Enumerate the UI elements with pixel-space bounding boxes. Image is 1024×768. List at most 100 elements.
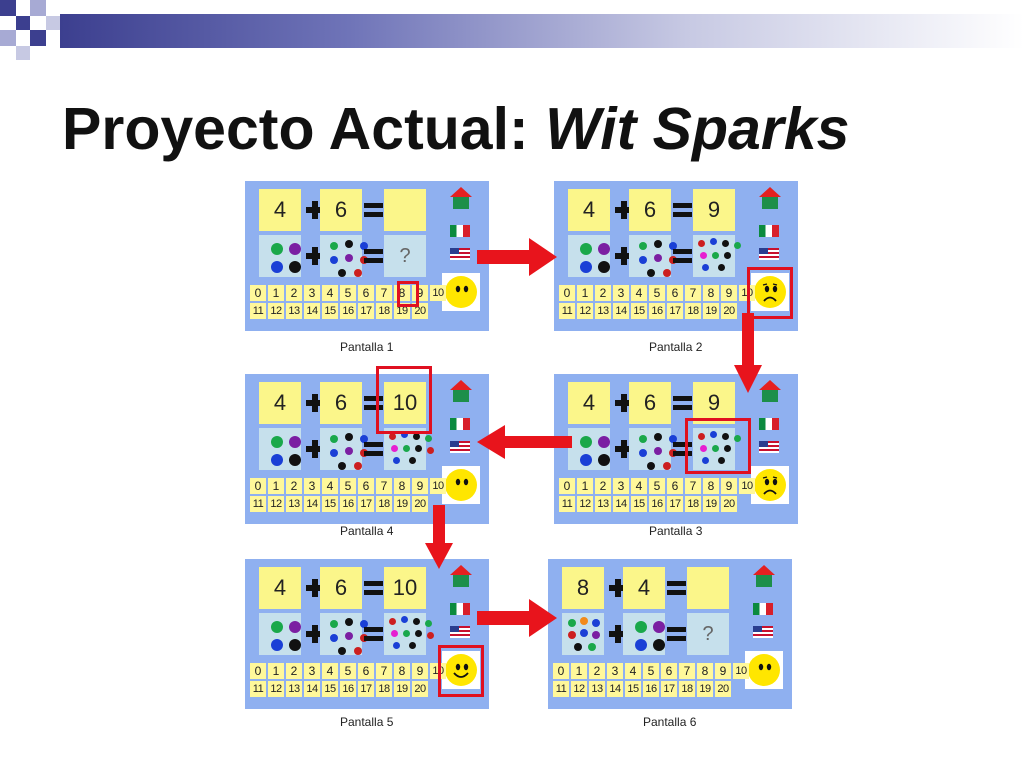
- number-cell[interactable]: 8: [394, 663, 410, 679]
- number-cell[interactable]: 9: [412, 478, 428, 494]
- number-cell[interactable]: 16: [340, 496, 356, 512]
- number-cell[interactable]: 7: [685, 478, 701, 494]
- mexico-flag-icon[interactable]: [753, 603, 773, 615]
- number-cell[interactable]: 9: [715, 663, 731, 679]
- number-cell[interactable]: 16: [340, 681, 356, 697]
- result-number-box[interactable]: 9: [693, 382, 735, 424]
- usa-flag-icon[interactable]: [450, 626, 470, 638]
- number-cell[interactable]: 1: [571, 663, 587, 679]
- number-cell[interactable]: 12: [577, 303, 593, 319]
- number-cell[interactable]: 13: [595, 496, 611, 512]
- number-cell[interactable]: 2: [286, 478, 302, 494]
- result-number-box[interactable]: [687, 567, 729, 609]
- number-cell[interactable]: 10: [430, 285, 446, 301]
- number-cell[interactable]: 6: [358, 285, 374, 301]
- house-icon[interactable]: [450, 187, 472, 209]
- number-cell[interactable]: 7: [376, 663, 392, 679]
- number-cell[interactable]: 18: [685, 303, 701, 319]
- result-number-box[interactable]: 10: [384, 382, 426, 424]
- number-cell[interactable]: 6: [667, 478, 683, 494]
- number-cell[interactable]: 14: [304, 303, 320, 319]
- number-cell[interactable]: 1: [268, 285, 284, 301]
- number-cell[interactable]: 14: [304, 496, 320, 512]
- number-cell[interactable]: 13: [286, 303, 302, 319]
- number-cell[interactable]: 1: [577, 285, 593, 301]
- number-cell[interactable]: 15: [322, 496, 338, 512]
- number-cell[interactable]: 7: [376, 478, 392, 494]
- number-cell[interactable]: 1: [268, 478, 284, 494]
- number-cell[interactable]: 3: [304, 285, 320, 301]
- number-cell[interactable]: 17: [661, 681, 677, 697]
- number-cell[interactable]: 3: [613, 285, 629, 301]
- number-cell[interactable]: 17: [358, 303, 374, 319]
- number-cell[interactable]: 10: [739, 478, 755, 494]
- number-cell[interactable]: 18: [376, 496, 392, 512]
- number-cell[interactable]: 7: [376, 285, 392, 301]
- number-cell[interactable]: 11: [250, 496, 266, 512]
- result-counter-box[interactable]: ?: [687, 613, 729, 655]
- result-counter-box[interactable]: [384, 613, 434, 655]
- number-cell[interactable]: 20: [721, 496, 737, 512]
- number-cell[interactable]: 9: [721, 285, 737, 301]
- mexico-flag-icon[interactable]: [450, 603, 470, 615]
- number-cell[interactable]: 19: [394, 303, 410, 319]
- number-cell[interactable]: 17: [358, 681, 374, 697]
- number-cell[interactable]: 10: [430, 478, 446, 494]
- number-cell[interactable]: 2: [286, 285, 302, 301]
- number-cell[interactable]: 11: [559, 496, 575, 512]
- number-cell[interactable]: 12: [571, 681, 587, 697]
- number-cell[interactable]: 3: [304, 478, 320, 494]
- number-cell[interactable]: 4: [322, 663, 338, 679]
- number-cell[interactable]: 9: [412, 663, 428, 679]
- number-cell[interactable]: 4: [631, 285, 647, 301]
- number-cell[interactable]: 13: [286, 496, 302, 512]
- number-cell[interactable]: 18: [376, 681, 392, 697]
- number-cell[interactable]: 5: [649, 285, 665, 301]
- result-counter-box[interactable]: [384, 428, 434, 470]
- number-cell[interactable]: 12: [577, 496, 593, 512]
- usa-flag-icon[interactable]: [450, 441, 470, 453]
- house-icon[interactable]: [759, 380, 781, 402]
- result-counter-box[interactable]: [693, 235, 741, 277]
- number-cell[interactable]: 13: [589, 681, 605, 697]
- usa-flag-icon[interactable]: [759, 248, 779, 260]
- number-cell[interactable]: 4: [631, 478, 647, 494]
- number-cell[interactable]: 19: [703, 496, 719, 512]
- number-cell[interactable]: 7: [685, 285, 701, 301]
- number-cell[interactable]: 1: [577, 478, 593, 494]
- number-cell[interactable]: 5: [340, 478, 356, 494]
- number-cell[interactable]: 3: [607, 663, 623, 679]
- number-cell[interactable]: 0: [559, 478, 575, 494]
- number-cell[interactable]: 0: [553, 663, 569, 679]
- number-cell[interactable]: 20: [721, 303, 737, 319]
- number-cell[interactable]: 19: [697, 681, 713, 697]
- house-icon[interactable]: [759, 187, 781, 209]
- number-cell[interactable]: 15: [322, 681, 338, 697]
- number-cell[interactable]: 4: [322, 478, 338, 494]
- number-cell[interactable]: 6: [667, 285, 683, 301]
- number-cell[interactable]: 5: [649, 478, 665, 494]
- number-cell[interactable]: 20: [715, 681, 731, 697]
- result-number-box[interactable]: [384, 189, 426, 231]
- number-cell[interactable]: 20: [412, 496, 428, 512]
- number-cell[interactable]: 6: [661, 663, 677, 679]
- number-cell[interactable]: 17: [358, 496, 374, 512]
- number-cell[interactable]: 13: [286, 681, 302, 697]
- number-cell[interactable]: 2: [286, 663, 302, 679]
- number-cell[interactable]: 11: [553, 681, 569, 697]
- number-cell[interactable]: 3: [613, 478, 629, 494]
- number-cell[interactable]: 8: [394, 478, 410, 494]
- number-cell[interactable]: 5: [340, 285, 356, 301]
- number-cell[interactable]: 6: [358, 663, 374, 679]
- mexico-flag-icon[interactable]: [450, 418, 470, 430]
- number-cell[interactable]: 17: [667, 303, 683, 319]
- number-cell[interactable]: 5: [340, 663, 356, 679]
- number-cell[interactable]: 15: [625, 681, 641, 697]
- house-icon[interactable]: [753, 565, 775, 587]
- number-cell[interactable]: 15: [631, 303, 647, 319]
- number-cell[interactable]: 6: [358, 478, 374, 494]
- number-cell[interactable]: 13: [595, 303, 611, 319]
- number-cell[interactable]: 14: [613, 303, 629, 319]
- house-icon[interactable]: [450, 565, 472, 587]
- usa-flag-icon[interactable]: [753, 626, 773, 638]
